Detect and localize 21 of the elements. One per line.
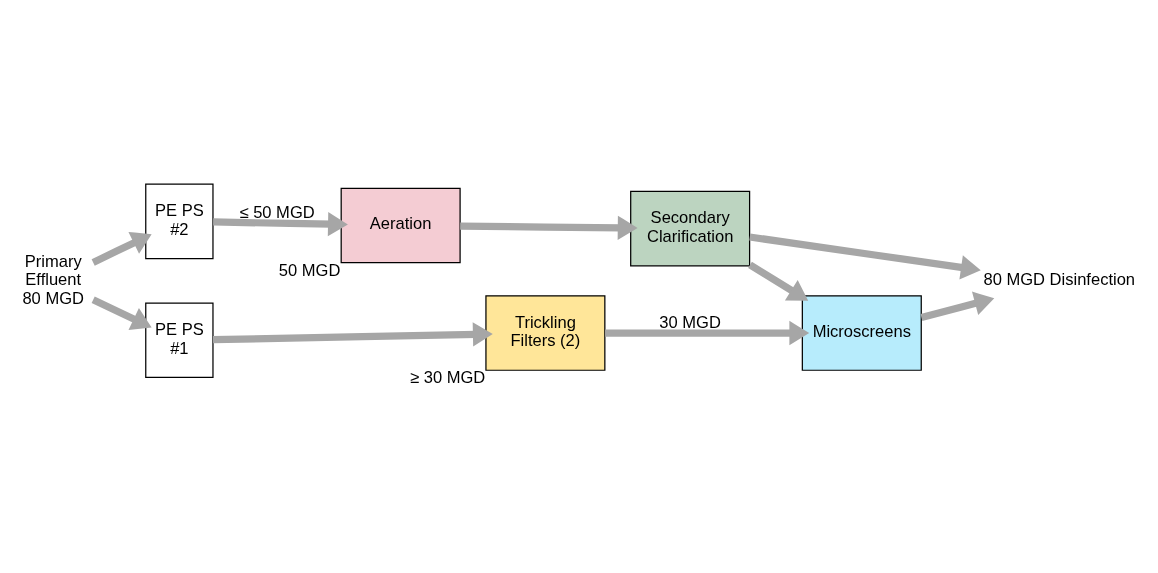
node-box: Microscreens [801, 295, 922, 371]
node-box: PE PS #1 [145, 302, 214, 379]
arrow [749, 233, 981, 280]
arrow [91, 296, 152, 331]
node-box: PE PS #2 [145, 183, 214, 260]
node-box: Secondary Clarification [630, 190, 751, 267]
edge-label: ≤ 50 MGD [239, 203, 315, 223]
arrow [460, 215, 638, 240]
arrow [920, 291, 995, 322]
arrow [605, 320, 810, 346]
node-label: ≥ 30 MGD [410, 368, 486, 388]
edge-label: 30 MGD [659, 312, 721, 332]
node-box: Trickling Filters (2) [485, 295, 606, 371]
node-text: 80 MGD Disinfection [983, 270, 1136, 290]
arrow [212, 322, 493, 347]
arrow [213, 212, 348, 237]
node-label: 50 MGD [278, 260, 341, 280]
arrow [91, 231, 152, 266]
node-box: Aeration [340, 187, 461, 264]
node-text: Primary Effluent 80 MGD [22, 251, 84, 308]
arrow [748, 261, 809, 301]
